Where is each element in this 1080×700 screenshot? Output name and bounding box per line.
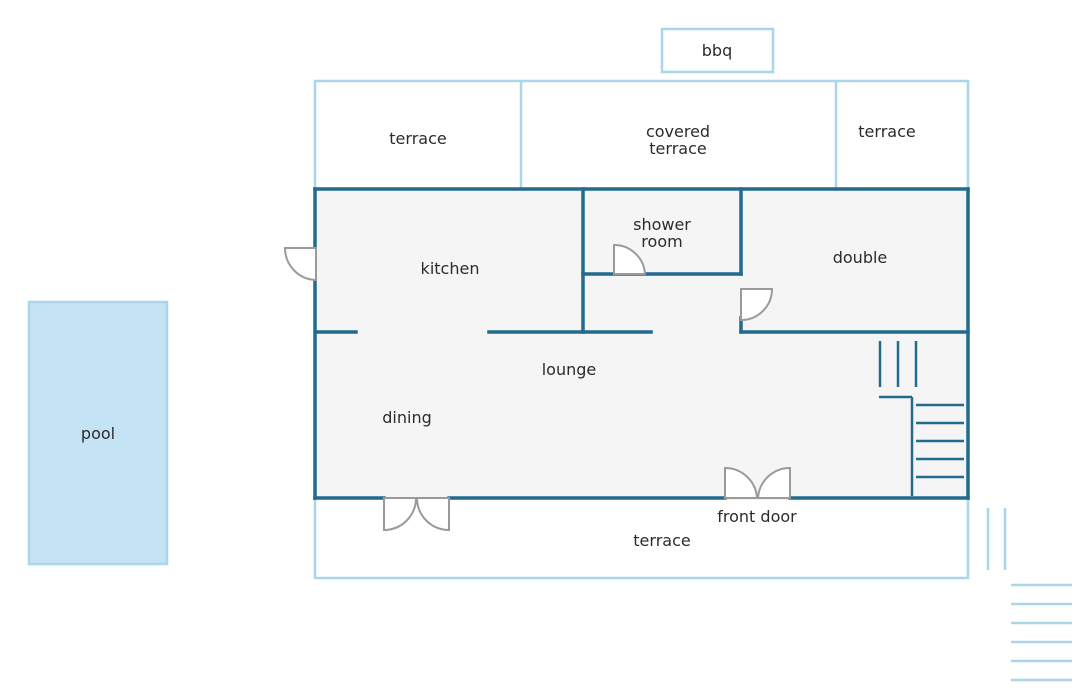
pool <box>27 300 169 566</box>
pool-label: pool <box>81 424 115 443</box>
terrace-left-label: terrace <box>389 129 446 148</box>
kitchen-label: kitchen <box>421 259 480 278</box>
lounge-label: lounge <box>542 360 597 379</box>
front-door-label: front door <box>717 507 797 526</box>
terrace-right-label: terrace <box>858 122 915 141</box>
outer-walls <box>313 187 970 500</box>
shower-room-label-line2: room <box>641 232 682 251</box>
covered-terrace-label-line2: terrace <box>649 139 706 158</box>
kitchen-side-door <box>283 247 317 282</box>
interior-staircase <box>878 341 964 496</box>
bbq-label: bbq <box>702 41 732 60</box>
double-room-door <box>740 288 774 322</box>
terrace-bottom-label: terrace <box>633 531 690 550</box>
exterior-staircase <box>986 508 1072 682</box>
bbq-area <box>660 27 775 74</box>
shower-room-label-line1: shower <box>633 215 691 234</box>
dining-patio-door <box>383 497 450 532</box>
shower-room-door <box>613 243 647 275</box>
dining-label: dining <box>382 408 431 427</box>
interior-walls <box>315 187 970 334</box>
house-interior <box>315 189 968 498</box>
double-label: double <box>833 248 888 267</box>
front-door <box>724 466 791 499</box>
covered-terrace-label-line1: covered <box>646 122 710 141</box>
